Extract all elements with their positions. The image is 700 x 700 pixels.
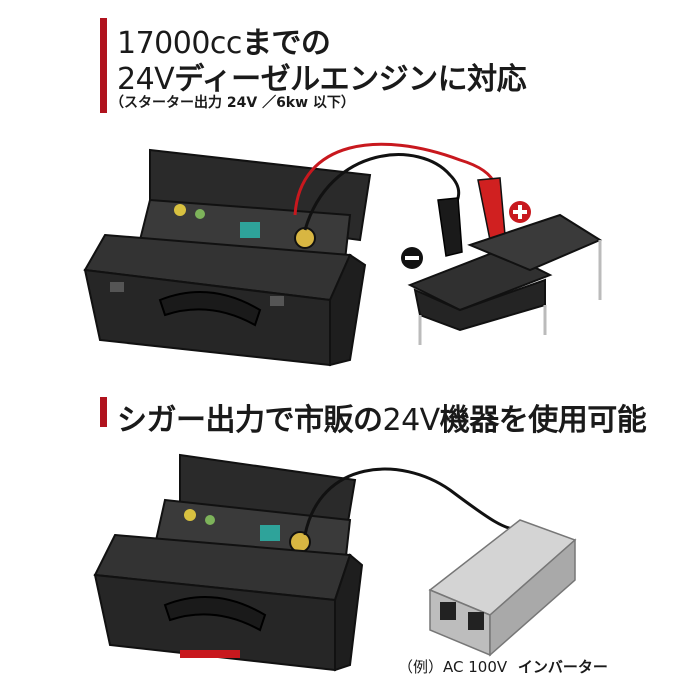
case-body-side bbox=[329, 253, 367, 367]
panel-knob-2 bbox=[205, 515, 215, 525]
jump-starter-illustration bbox=[83, 142, 603, 367]
case-latch-right bbox=[270, 296, 284, 306]
panel-knob-2 bbox=[195, 209, 205, 219]
socket-outlet bbox=[289, 531, 311, 553]
case-body-side bbox=[334, 553, 364, 672]
panel-knob-1 bbox=[174, 204, 186, 216]
top-accent-bar bbox=[100, 18, 107, 113]
socket-outlet bbox=[294, 227, 316, 249]
cable-black bbox=[303, 467, 521, 536]
panel-display bbox=[240, 222, 260, 238]
panel-knob-1 bbox=[184, 509, 196, 521]
case-handle bbox=[163, 596, 267, 632]
ac-outlet-2 bbox=[468, 612, 484, 630]
panel-display bbox=[260, 525, 280, 541]
top-title-line2: 24Vディーゼルエンジンに対応 bbox=[117, 54, 527, 98]
ac-outlet-1 bbox=[440, 602, 456, 620]
plus-terminal-icon bbox=[509, 201, 531, 223]
minus-terminal-icon bbox=[401, 247, 423, 269]
bottom-title-num: 24V bbox=[382, 403, 441, 438]
bottom-title-pre: シガー出力で市販の bbox=[117, 403, 383, 438]
case-handle-red-stripe bbox=[180, 650, 240, 658]
case-latch-left bbox=[110, 282, 124, 292]
bottom-accent-bar bbox=[100, 397, 107, 427]
top-subtitle: （スターター出力 24V ／6kw 以下） bbox=[110, 95, 355, 111]
bottom-section: シガー出力で市販の24V機器を使用可能 （例）AC 100V インバーター bbox=[0, 380, 700, 700]
top-title-line2-num: 24V bbox=[117, 62, 175, 97]
inverter-caption: （例）AC 100V インバーター bbox=[398, 656, 608, 677]
inverter-side bbox=[489, 538, 576, 657]
top-title-line2-rest: ディーゼルエンジンに対応 bbox=[174, 62, 527, 97]
bottom-title: シガー出力で市販の24V機器を使用可能 bbox=[117, 395, 647, 439]
top-title-line1-rest: までの bbox=[241, 26, 331, 61]
black-clamp bbox=[437, 197, 463, 257]
bottom-title-post: 機器を使用可能 bbox=[439, 403, 647, 438]
top-title-line1-num: 17000cc bbox=[117, 26, 242, 61]
top-section: 17000ccまでの 24Vディーゼルエンジンに対応 （スターター出力 24V … bbox=[83, 18, 603, 367]
top-title-line1: 17000ccまでの bbox=[117, 18, 331, 62]
inverter-illustration bbox=[93, 453, 577, 672]
caption-prefix: （例）AC 100V bbox=[398, 658, 508, 676]
caption-suffix: インバーター bbox=[517, 658, 608, 676]
case-handle bbox=[158, 291, 262, 327]
red-clamp bbox=[477, 177, 506, 241]
